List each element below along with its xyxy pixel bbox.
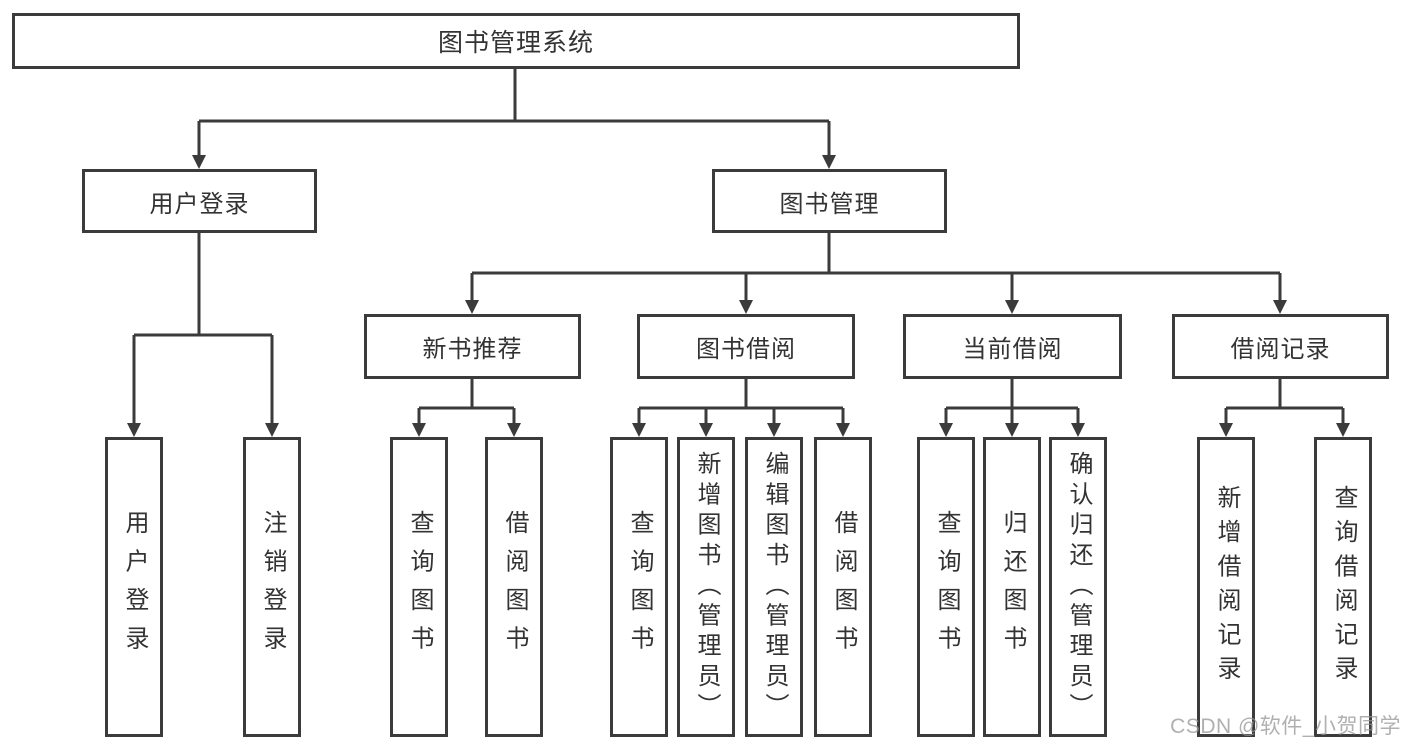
watermark: CSDN @软件_小贺同学 — [1170, 715, 1401, 738]
leaf-query-books-current: 查询图书 — [917, 437, 975, 737]
leaf-return-books-label: 归还图书 — [999, 510, 1026, 664]
node-book-borrowing: 图书借阅 — [637, 314, 855, 379]
leaf-edit-books-admin: 编辑图书（管理员） — [745, 437, 803, 737]
leaf-query-borrow-record: 查询借阅记录 — [1314, 437, 1372, 737]
leaf-borrow-books-recommend: 借阅图书 — [485, 437, 543, 737]
leaf-logout: 注销登录 — [243, 437, 301, 737]
node-borrowing-records-label: 借阅记录 — [1230, 336, 1331, 363]
leaf-add-borrow-record-label: 新增借阅记录 — [1213, 484, 1240, 690]
leaf-query-books-current-label: 查询图书 — [933, 510, 960, 664]
leaf-user-login: 用户登录 — [105, 437, 163, 737]
leaf-return-books: 归还图书 — [983, 437, 1041, 737]
node-book-borrowing-label: 图书借阅 — [696, 336, 796, 363]
leaf-query-borrow-record-label: 查询借阅记录 — [1330, 484, 1357, 690]
arrowheads — [127, 155, 1350, 437]
node-book-management-label: 图书管理 — [779, 190, 880, 218]
leaf-query-books-borrowing: 查询图书 — [610, 437, 668, 737]
leaf-confirm-return-admin-label: 确认归还（管理员） — [1065, 450, 1092, 724]
leaf-borrow-books-recommend-label: 借阅图书 — [501, 510, 528, 664]
leaf-edit-books-admin-label: 编辑图书（管理员） — [761, 450, 788, 724]
node-current-borrowing-label: 当前借阅 — [962, 336, 1063, 363]
leaf-add-books-admin-label: 新增图书（管理员） — [693, 450, 720, 724]
leaf-confirm-return-admin: 确认归还（管理员） — [1049, 437, 1107, 737]
leaf-query-books-borrowing-label: 查询图书 — [626, 510, 653, 664]
node-user-login: 用户登录 — [82, 169, 317, 233]
node-user-login-label: 用户登录 — [149, 190, 250, 218]
node-current-borrowing: 当前借阅 — [903, 314, 1122, 379]
leaf-borrow-books-borrowing-label: 借阅图书 — [830, 510, 857, 664]
leaf-query-books-recommend-label: 查询图书 — [406, 510, 433, 664]
leaf-user-login-label: 用户登录 — [121, 510, 148, 664]
node-book-management: 图书管理 — [712, 169, 947, 233]
leaf-add-borrow-record: 新增借阅记录 — [1197, 437, 1255, 737]
node-library-system: 图书管理系统 — [12, 13, 1020, 69]
node-library-system-label: 图书管理系统 — [437, 29, 594, 57]
leaf-add-books-admin: 新增图书（管理员） — [677, 437, 735, 737]
leaf-logout-label: 注销登录 — [259, 510, 286, 664]
node-borrowing-records: 借阅记录 — [1172, 314, 1389, 379]
node-new-book-recommendation-label: 新书推荐 — [422, 336, 523, 363]
leaf-query-books-recommend: 查询图书 — [390, 437, 448, 737]
node-new-book-recommendation: 新书推荐 — [364, 314, 581, 379]
leaf-borrow-books-borrowing: 借阅图书 — [814, 437, 872, 737]
